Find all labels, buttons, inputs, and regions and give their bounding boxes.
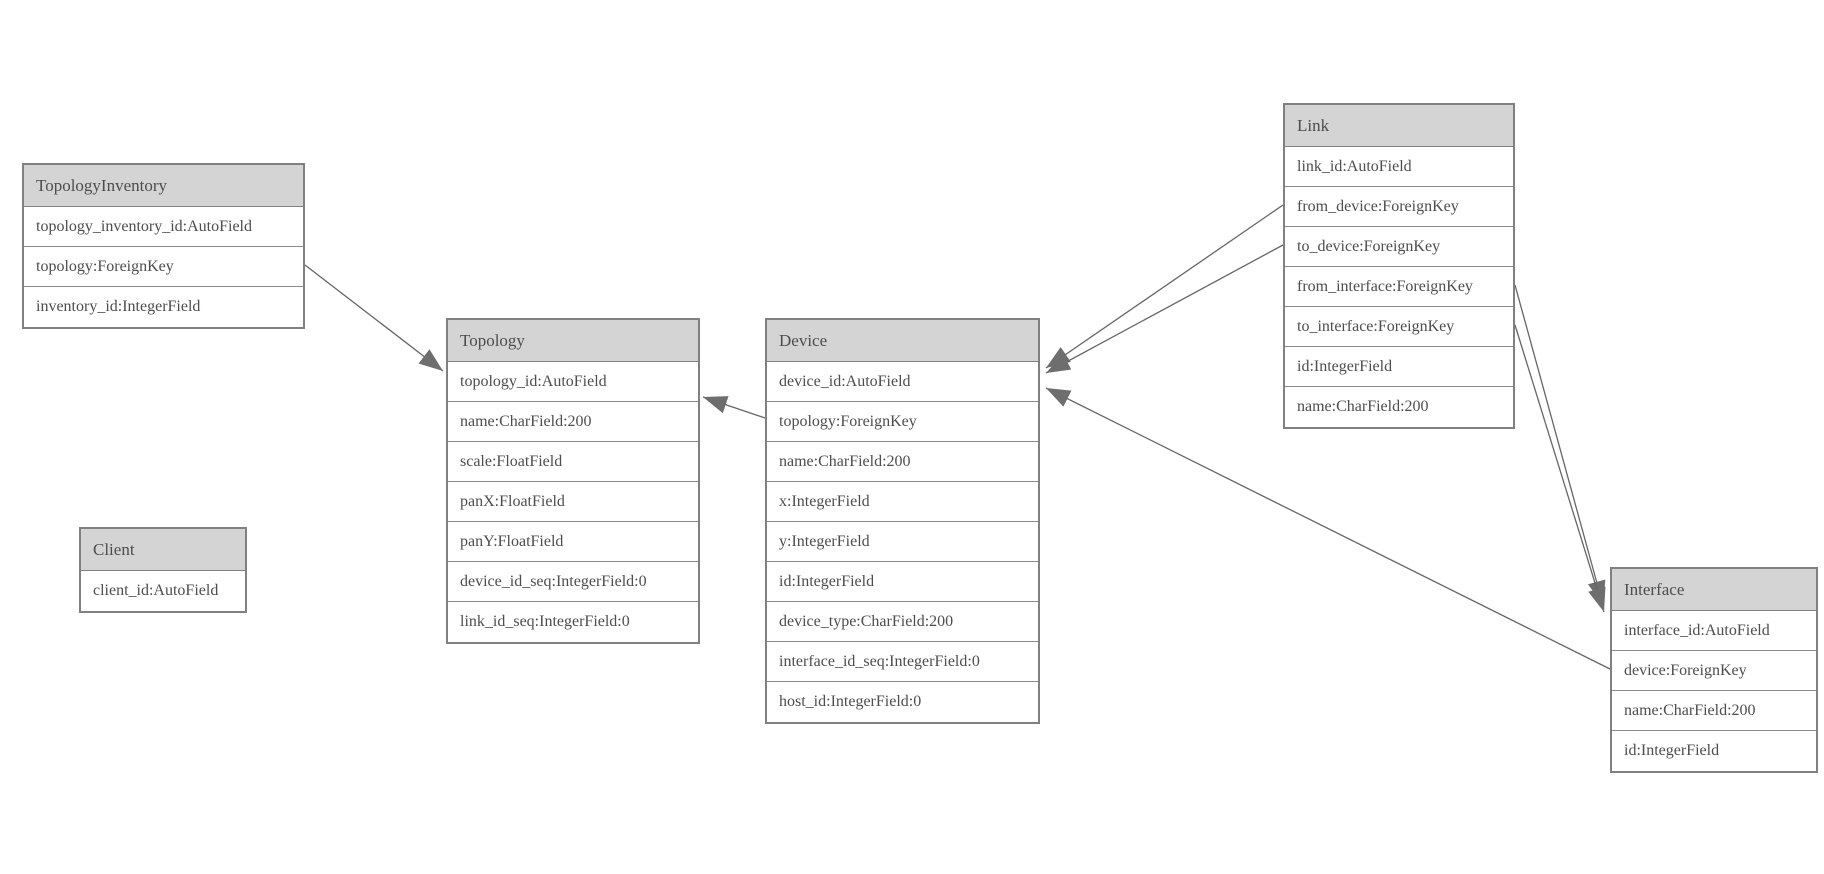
entity-title: Client <box>81 529 245 571</box>
table-row: topology_inventory_id:AutoField <box>24 207 303 247</box>
table-row: device:ForeignKey <box>1612 651 1816 691</box>
edge-link-frominterface-interface <box>1514 284 1606 606</box>
table-row: panY:FloatField <box>448 522 698 562</box>
table-row: id:IntegerField <box>1612 731 1816 771</box>
entity-title: Device <box>767 320 1038 362</box>
table-row: from_interface:ForeignKey <box>1285 267 1513 307</box>
entity-table-interface: Interface interface_id:AutoField device:… <box>1610 567 1818 773</box>
edge-device-topology <box>702 396 766 419</box>
table-row: y:IntegerField <box>767 522 1038 562</box>
entity-table-topologyinventory: TopologyInventory topology_inventory_id:… <box>22 163 305 329</box>
entity-title: Link <box>1285 105 1513 147</box>
table-row: link_id_seq:IntegerField:0 <box>448 602 698 642</box>
edge-link-todevice-device <box>1045 244 1284 374</box>
table-row: link_id:AutoField <box>1285 147 1513 187</box>
table-row: name:CharField:200 <box>1612 691 1816 731</box>
entity-title: Interface <box>1612 569 1816 611</box>
table-row: topology:ForeignKey <box>24 247 303 287</box>
edge-link-fromdevice-device <box>1045 204 1284 369</box>
entity-title: TopologyInventory <box>24 165 303 207</box>
edge-interface-device <box>1045 387 1611 670</box>
table-row: host_id:IntegerField:0 <box>767 682 1038 722</box>
table-row: interface_id_seq:IntegerField:0 <box>767 642 1038 682</box>
edge-topologyinventory-topology <box>304 264 444 372</box>
table-row: to_device:ForeignKey <box>1285 227 1513 267</box>
table-row: scale:FloatField <box>448 442 698 482</box>
table-row: device_type:CharField:200 <box>767 602 1038 642</box>
table-row: name:CharField:200 <box>448 402 698 442</box>
table-row: device_id:AutoField <box>767 362 1038 402</box>
table-row: x:IntegerField <box>767 482 1038 522</box>
table-row: name:CharField:200 <box>767 442 1038 482</box>
table-row: panX:FloatField <box>448 482 698 522</box>
entity-table-link: Link link_id:AutoField from_device:Forei… <box>1283 103 1515 429</box>
table-row: from_device:ForeignKey <box>1285 187 1513 227</box>
table-row: topology:ForeignKey <box>767 402 1038 442</box>
entity-table-device: Device device_id:AutoField topology:Fore… <box>765 318 1040 724</box>
table-row: client_id:AutoField <box>81 571 245 611</box>
table-row: topology_id:AutoField <box>448 362 698 402</box>
table-row: inventory_id:IntegerField <box>24 287 303 327</box>
table-row: name:CharField:200 <box>1285 387 1513 427</box>
table-row: interface_id:AutoField <box>1612 611 1816 651</box>
edge-link-tointerface-interface <box>1514 324 1606 613</box>
table-row: device_id_seq:IntegerField:0 <box>448 562 698 602</box>
table-row: id:IntegerField <box>1285 347 1513 387</box>
table-row: id:IntegerField <box>767 562 1038 602</box>
entity-table-topology: Topology topology_id:AutoField name:Char… <box>446 318 700 644</box>
entity-table-client: Client client_id:AutoField <box>79 527 247 613</box>
table-row: to_interface:ForeignKey <box>1285 307 1513 347</box>
entity-title: Topology <box>448 320 698 362</box>
